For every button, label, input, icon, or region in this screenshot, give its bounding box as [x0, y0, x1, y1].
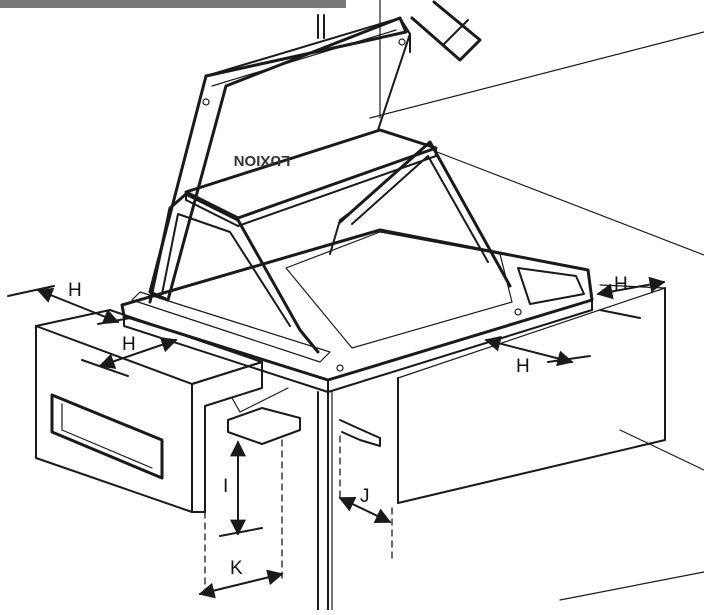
label-i: I	[223, 476, 228, 497]
control-panel	[517, 267, 585, 305]
side-frames	[148, 140, 512, 354]
hood-handle	[410, 0, 482, 62]
cooking-grill	[285, 231, 513, 349]
dimension-h-left-mid: H	[81, 334, 178, 377]
front-drip-grill	[131, 291, 331, 363]
label-h-left-top: H	[68, 280, 82, 301]
top-band	[0, 0, 346, 8]
cabinet-pillar	[317, 391, 333, 611]
drawer-handle	[50, 393, 164, 480]
dimension-k: K	[198, 558, 284, 599]
lid: LUXION	[148, 16, 411, 302]
top-plate	[184, 128, 438, 227]
appliance-base	[120, 228, 594, 393]
label-k: K	[230, 558, 243, 579]
bottom-bracket	[227, 387, 381, 447]
dimension-h-left-top: H	[7, 280, 131, 325]
dimension-i: I	[219, 440, 263, 537]
clearance-lines	[204, 435, 393, 601]
dimension-h-right-top: H	[596, 274, 666, 319]
room-lines	[317, 0, 704, 601]
dimension-h-right-bottom: H	[484, 335, 591, 377]
label-h-right-bottom: H	[516, 356, 530, 377]
brand-logo: LUXION	[234, 152, 291, 169]
label-h-right-top: H	[614, 274, 628, 295]
label-h-left-mid: H	[122, 334, 136, 355]
label-j: J	[360, 486, 370, 507]
dimension-j: J	[338, 486, 392, 523]
